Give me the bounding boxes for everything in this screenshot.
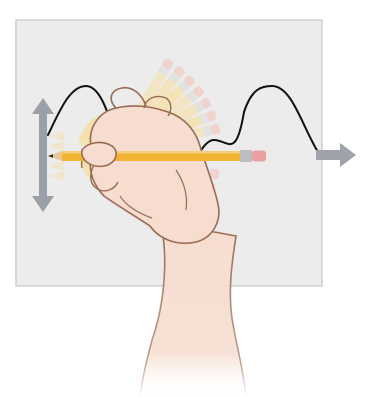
pencil-icon	[48, 150, 266, 162]
thumb	[82, 143, 116, 167]
